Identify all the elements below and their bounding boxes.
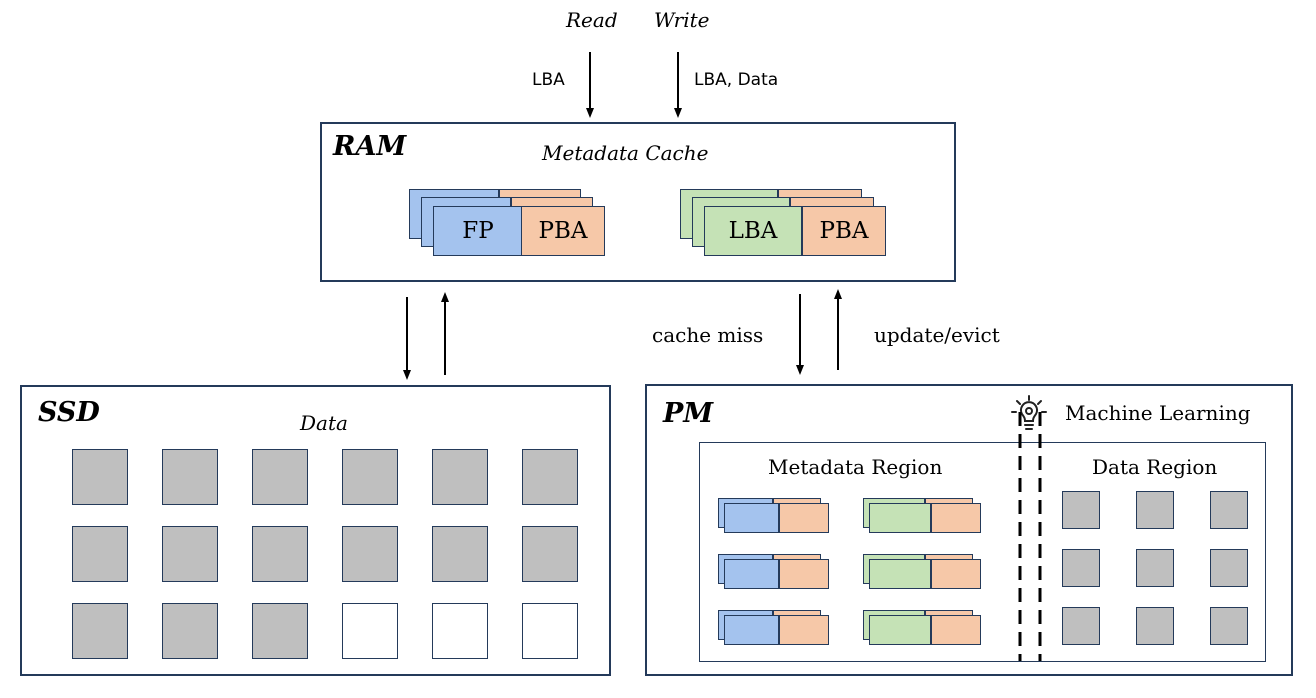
- pba-cell-1: PBA: [521, 206, 605, 256]
- pm-pba-entry: [931, 615, 981, 645]
- pm-data-block: [1062, 549, 1100, 587]
- read-input-label: LBA: [532, 70, 565, 90]
- pm-lba-entry: [869, 615, 931, 645]
- pm-data-block: [1210, 607, 1248, 645]
- pm-data-block: [1136, 607, 1174, 645]
- ssd-data-block-used: [252, 603, 308, 659]
- pm-data-block: [1062, 491, 1100, 529]
- pm-lba-entry: [869, 559, 931, 589]
- ssd-data-block-used: [252, 449, 308, 505]
- pm-pba-entry: [931, 559, 981, 589]
- lba-label: LBA: [728, 218, 778, 244]
- ssd-data-block-free: [522, 603, 578, 659]
- ssd-data-block-used: [72, 526, 128, 582]
- ssd-data-block-used: [432, 449, 488, 505]
- data-region-label: Data Region: [1092, 455, 1218, 479]
- ssd-data-block-used: [162, 526, 218, 582]
- pm-box: PM Machine Learning Metadata Region Data…: [645, 384, 1293, 676]
- pm-data-block: [1062, 607, 1100, 645]
- lba-cell: LBA: [704, 206, 802, 256]
- fp-cell: FP: [433, 206, 523, 256]
- ml-label: Machine Learning: [1065, 401, 1251, 425]
- pm-pba-entry: [779, 615, 829, 645]
- ssd-data-block-used: [162, 603, 218, 659]
- pm-fp-entry: [724, 615, 779, 645]
- ssd-data-block-used: [342, 526, 398, 582]
- lightbulb-gear-icon: [1011, 395, 1047, 430]
- ssd-data-block-used: [342, 449, 398, 505]
- update-evict-label: update/evict: [874, 323, 1000, 347]
- pm-pba-entry: [779, 503, 829, 533]
- ram-subtitle: Metadata Cache: [542, 141, 709, 165]
- pba-label-2: PBA: [819, 218, 869, 244]
- pm-inner-box: Metadata Region Data Region: [699, 442, 1266, 662]
- pm-fp-entry: [724, 559, 779, 589]
- ssd-data-block-used: [522, 449, 578, 505]
- pm-pba-entry: [779, 559, 829, 589]
- pba-label-1: PBA: [538, 218, 588, 244]
- ssd-data-block-used: [522, 526, 578, 582]
- ssd-data-block-used: [252, 526, 308, 582]
- ssd-data-block-used: [432, 526, 488, 582]
- ssd-title: SSD: [38, 397, 100, 428]
- metadata-region-label: Metadata Region: [768, 455, 943, 479]
- ssd-subtitle: Data: [300, 411, 348, 435]
- pba-cell-2: PBA: [802, 206, 886, 256]
- ssd-data-block-used: [72, 449, 128, 505]
- fp-label: FP: [462, 218, 494, 244]
- pm-data-block: [1210, 491, 1248, 529]
- pm-lba-entry: [869, 503, 931, 533]
- ssd-box: SSD Data: [20, 385, 611, 676]
- pm-fp-entry: [724, 503, 779, 533]
- ram-box: RAM Metadata Cache FP PBA LBA PBA: [320, 122, 956, 282]
- pm-data-block: [1210, 549, 1248, 587]
- ram-title: RAM: [333, 131, 407, 162]
- cache-miss-label: cache miss: [652, 323, 764, 347]
- read-label: Read: [566, 8, 618, 32]
- write-input-label: LBA, Data: [694, 70, 779, 90]
- ssd-data-block-used: [72, 603, 128, 659]
- ssd-data-block-used: [162, 449, 218, 505]
- ssd-data-block-free: [432, 603, 488, 659]
- pm-title: PM: [663, 398, 714, 429]
- pm-data-block: [1136, 491, 1174, 529]
- write-label: Write: [654, 8, 710, 32]
- ssd-data-block-free: [342, 603, 398, 659]
- pm-data-block: [1136, 549, 1174, 587]
- pm-pba-entry: [931, 503, 981, 533]
